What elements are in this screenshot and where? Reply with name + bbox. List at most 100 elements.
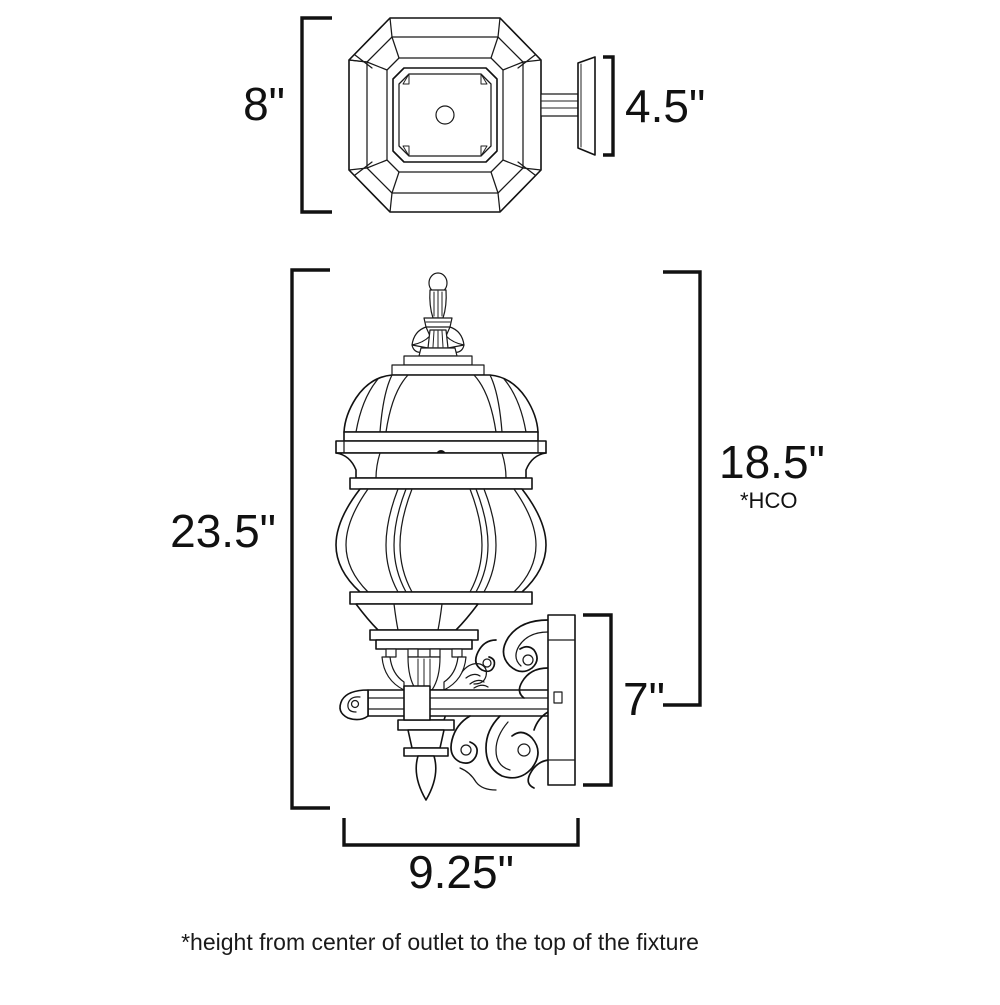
globe-bottom-collar-group bbox=[349, 591, 533, 605]
octagon-outer-spoke-b1 bbox=[389, 192, 393, 213]
dimension-4-5-inch-bracket bbox=[603, 55, 615, 157]
scroll-upper-large bbox=[502, 619, 549, 673]
octagon-outer-spoke-b2 bbox=[497, 192, 501, 213]
scroll-upper-large-inner bbox=[515, 631, 549, 667]
cap-plinth-upper bbox=[403, 355, 473, 366]
dimension-7-inch-label: 7" bbox=[623, 673, 665, 725]
scroll-upper-eye-2 bbox=[482, 658, 492, 668]
scroll-lower-left bbox=[450, 715, 478, 764]
lantern-cap-dome bbox=[343, 374, 539, 433]
dimension-7-inch-bracket bbox=[583, 613, 613, 787]
shoulder-body bbox=[335, 452, 547, 479]
dimension-4-5-inch-group: 4.5" bbox=[603, 55, 705, 157]
globe-rib-right-outer bbox=[513, 488, 537, 593]
drop-ring-3 bbox=[403, 747, 449, 757]
globe-top-collar bbox=[349, 477, 533, 490]
wall-plate-group bbox=[547, 614, 576, 786]
globe-rib-left-inner-a bbox=[385, 488, 399, 593]
dimension-18-5-inch-bracket bbox=[663, 270, 702, 707]
lower-collar-upper bbox=[369, 629, 479, 641]
octagon-spoke-tl bbox=[391, 36, 400, 59]
dimension-23-5-inch-bracket bbox=[290, 268, 330, 810]
octagon-corner-gusset-br bbox=[480, 145, 488, 157]
drop-ring-2 bbox=[397, 719, 455, 731]
globe-rib-right-inner-a bbox=[483, 488, 497, 593]
scroll-lower-eye-1 bbox=[460, 744, 472, 756]
scroll-lower-bottom-curl bbox=[527, 759, 549, 789]
cradle-center-flutes bbox=[417, 658, 431, 689]
octagon-facet-d bbox=[354, 161, 373, 176]
cap-band-ticks bbox=[343, 440, 539, 454]
cap-band-upper bbox=[343, 431, 539, 442]
top-view-stem bbox=[540, 93, 579, 117]
lantern-cap-group bbox=[343, 374, 539, 433]
lower-taper-body bbox=[355, 603, 479, 631]
cap-plinth-group bbox=[391, 355, 485, 376]
collar-nub-3 bbox=[429, 648, 441, 658]
scroll-lower-eye-2 bbox=[517, 743, 531, 757]
dimension-23-5-inch-label: 23.5" bbox=[170, 505, 276, 557]
octagon-spoke-rb bbox=[502, 159, 524, 169]
dimension-18-5-inch-label: 18.5" bbox=[719, 436, 825, 488]
dimension-23-5-inch-group: 23.5" bbox=[170, 268, 330, 810]
dimension-4-5-inch-label: 4.5" bbox=[625, 80, 705, 132]
octagon-outer-spoke-t2 bbox=[497, 17, 501, 38]
arm-tip-scroll-eye bbox=[350, 699, 360, 709]
dimension-9-25-inch-group: 9.25" bbox=[342, 818, 580, 898]
arm-bar bbox=[367, 689, 555, 717]
globe-rib-left-inner-b bbox=[393, 488, 407, 593]
cradle-arm-left bbox=[381, 656, 405, 691]
upper-scrollwork-group bbox=[461, 619, 549, 699]
shoulder-group bbox=[335, 452, 547, 490]
finial-body-flutes bbox=[432, 330, 444, 348]
globe-rib-left-inner-c bbox=[399, 488, 413, 593]
collar-nub-4 bbox=[451, 648, 463, 658]
collar-nub-2 bbox=[407, 648, 419, 658]
cap-rib-left-outer bbox=[355, 378, 379, 433]
octagon-spoke-lb bbox=[366, 159, 388, 169]
scroll-lower-large bbox=[485, 715, 539, 779]
globe-bottom-band bbox=[349, 591, 533, 605]
scroll-upper-small bbox=[474, 639, 497, 673]
lower-taper-group bbox=[355, 603, 479, 658]
arm-tip-scroll bbox=[339, 689, 369, 721]
scroll-leaf-b bbox=[465, 673, 481, 679]
collar-nub-1 bbox=[385, 648, 397, 658]
dimension-18-5-inch-footnote-marker: *HCO bbox=[740, 488, 797, 513]
top-view-group bbox=[348, 17, 596, 213]
footnote-text: *height from center of outlet to the top… bbox=[181, 929, 699, 955]
dimension-9-25-inch-bracket bbox=[342, 818, 580, 847]
lower-taper-rib-right bbox=[437, 603, 443, 631]
scroll-leaf-a bbox=[461, 663, 487, 685]
globe-rib-right-inner-b bbox=[475, 488, 489, 593]
octagon-facet-c bbox=[517, 54, 536, 69]
cap-rib-left-mid bbox=[379, 374, 393, 433]
octagon-facet-b bbox=[354, 54, 373, 69]
shoulder-rib-right bbox=[501, 452, 507, 479]
cap-rib-left-inner bbox=[385, 374, 409, 433]
dimension-7-inch-group: 7" bbox=[583, 613, 665, 787]
scroll-lower-tail bbox=[459, 767, 497, 791]
dimension-8-inch-label: 8" bbox=[243, 78, 285, 130]
drop-point bbox=[415, 755, 437, 801]
scroll-upper-eye-1 bbox=[522, 654, 534, 666]
lower-collar-lower bbox=[375, 639, 473, 650]
scroll-leaf-d bbox=[473, 684, 489, 689]
side-view-group bbox=[335, 272, 576, 801]
octagon-outer-spoke-t1 bbox=[389, 17, 393, 38]
glass-globe-group bbox=[335, 488, 547, 593]
octagon-corner-gusset-bl bbox=[402, 145, 410, 157]
dimension-18-5-inch-group: 18.5" *HCO bbox=[663, 270, 825, 707]
finial-neck-flutes bbox=[433, 290, 443, 318]
finial-center-hole bbox=[435, 105, 455, 125]
scroll-lower-large-inner bbox=[495, 721, 511, 771]
lower-taper-rib-left bbox=[393, 603, 399, 631]
arm-tip-scroll-curl bbox=[347, 696, 361, 713]
cap-rib-right-inner bbox=[473, 374, 497, 433]
octagon-spoke-bl bbox=[391, 171, 400, 194]
cap-rib-right-mid bbox=[489, 374, 503, 433]
octagon-facet-e bbox=[517, 161, 536, 176]
octagon-spoke-rt bbox=[502, 61, 524, 71]
